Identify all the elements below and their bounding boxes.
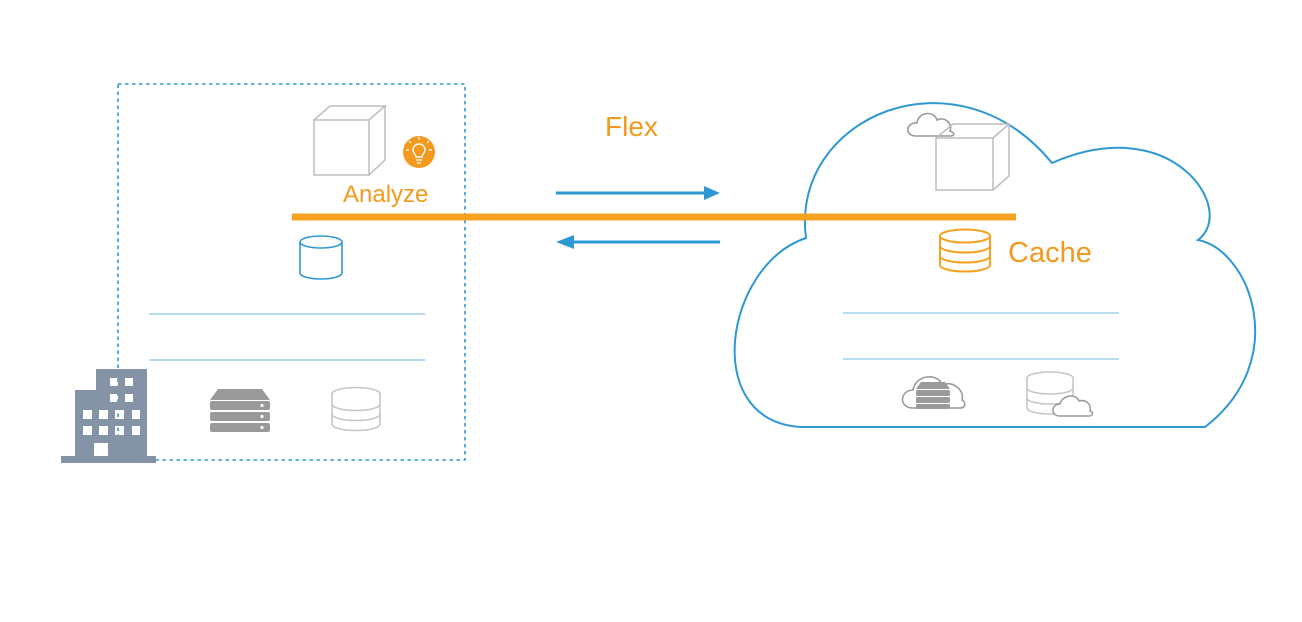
cloud-storage-icon xyxy=(1026,371,1094,417)
analyze-label: Analyze xyxy=(343,181,429,208)
lightbulb-icon xyxy=(403,136,435,168)
office-building-icon xyxy=(61,369,156,463)
storage-disks-icon xyxy=(331,386,381,432)
cloud-outline xyxy=(733,102,1257,428)
arrow-left-icon xyxy=(556,235,720,249)
arrow-right-icon xyxy=(556,186,720,200)
server-stack-icon xyxy=(210,389,270,432)
cache-label: Cache xyxy=(1008,237,1092,269)
cube-icon xyxy=(313,105,387,176)
flex-label: Flex xyxy=(605,111,658,142)
cloud-server-icon xyxy=(901,376,966,409)
database-icon xyxy=(939,228,991,273)
cube-icon xyxy=(935,123,1011,191)
cloud-icon xyxy=(907,112,955,137)
on-prem-boundary xyxy=(117,83,466,461)
database-icon xyxy=(299,235,343,280)
